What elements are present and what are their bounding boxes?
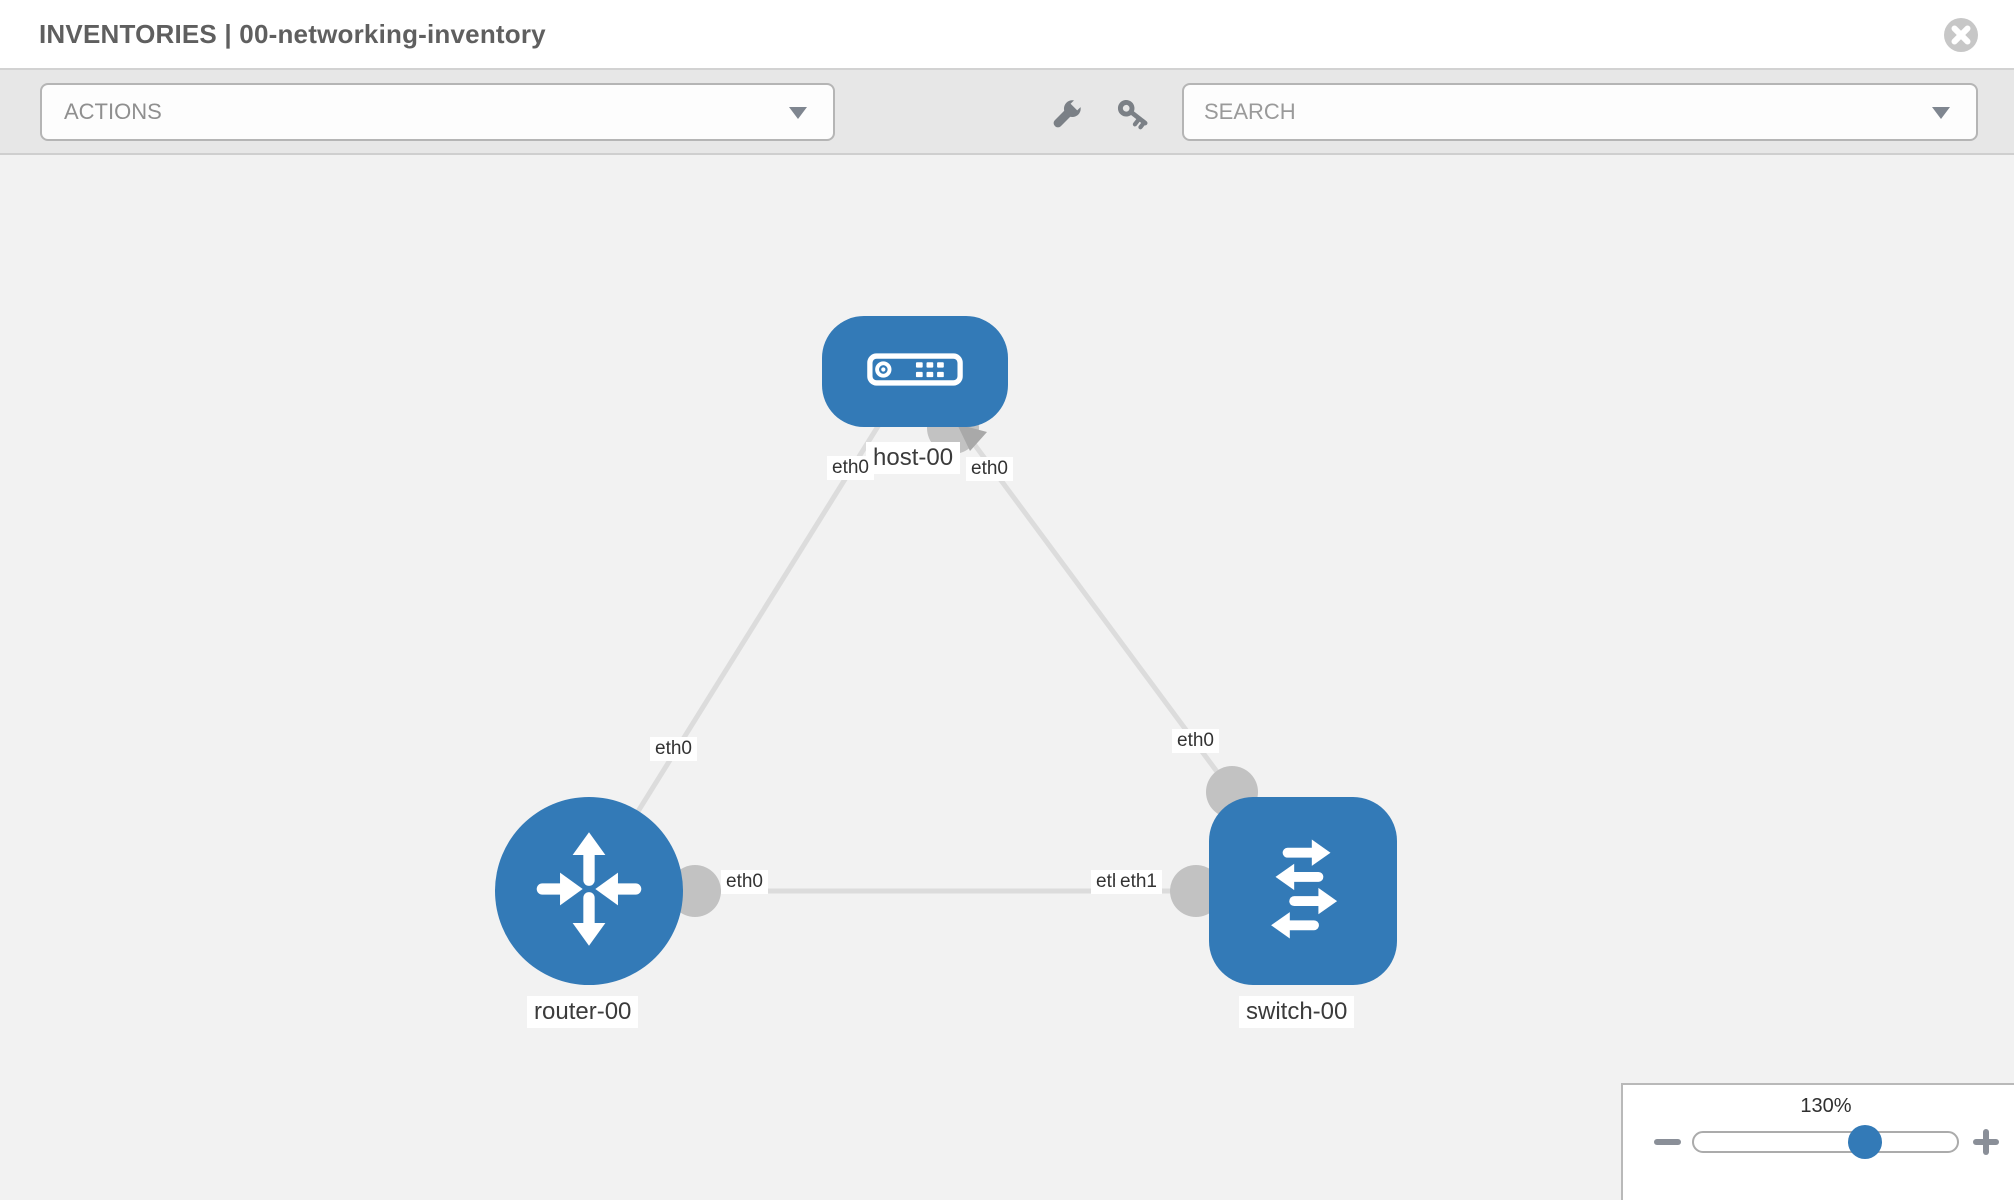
node-label-router: router-00 [527, 996, 639, 1028]
header: INVENTORIES | 00-networking-inventory [0, 0, 2014, 70]
zoom-slider-handle[interactable] [1848, 1125, 1882, 1159]
host-icon [867, 352, 963, 391]
zoom-level-value: 130% [1800, 1095, 1852, 1117]
interface-label-host-right: eth0 [966, 457, 1013, 481]
topology-canvas[interactable]: host-00 router-00 switch-00 eth0 eth0 et… [0, 155, 2014, 1200]
toolbar: ACTIONS [0, 70, 2014, 155]
interface-label-router-top: eth0 [650, 737, 697, 761]
key-icon [1114, 99, 1152, 137]
node-label-switch: switch-00 [1239, 996, 1355, 1028]
interface-label-host-left: eth0 [827, 456, 874, 480]
actions-dropdown-label: ACTIONS [64, 99, 162, 124]
search-input[interactable] [1204, 87, 1904, 137]
node-label-host: host-00 [866, 442, 961, 474]
wrench-icon [1047, 97, 1085, 137]
switch-icon [1248, 834, 1358, 949]
interface-label-switch-top: eth0 [1172, 729, 1219, 753]
zoom-out-button minus-icon[interactable] [1654, 1139, 1681, 1145]
page-title: INVENTORIES | 00-networking-inventory [39, 19, 546, 49]
chevron-down-icon [789, 107, 807, 119]
interface-label-switch-left: eth1 [1115, 870, 1162, 894]
interface-label-router-right: eth0 [721, 870, 768, 894]
router-icon [526, 826, 652, 957]
chevron-down-icon [1932, 107, 1950, 119]
link-arrow-icon [957, 424, 987, 451]
zoom-control-panel: 130% [1621, 1083, 2014, 1200]
configure-button[interactable] [1046, 96, 1086, 136]
zoom-in-button plus-icon[interactable] [1973, 1129, 1999, 1155]
actions-dropdown[interactable]: ACTIONS [40, 83, 835, 141]
switch-icon-node[interactable] [1209, 797, 1397, 985]
search-dropdown[interactable] [1182, 83, 1978, 141]
key-button[interactable] [1113, 96, 1153, 136]
node-router-00[interactable] [495, 797, 683, 985]
node-host-00[interactable] [822, 316, 1008, 427]
close-icon [1943, 18, 1979, 56]
close-button[interactable] [1943, 17, 1979, 53]
zoom-slider-track[interactable] [1692, 1131, 1959, 1153]
links-layer [634, 402, 1258, 917]
